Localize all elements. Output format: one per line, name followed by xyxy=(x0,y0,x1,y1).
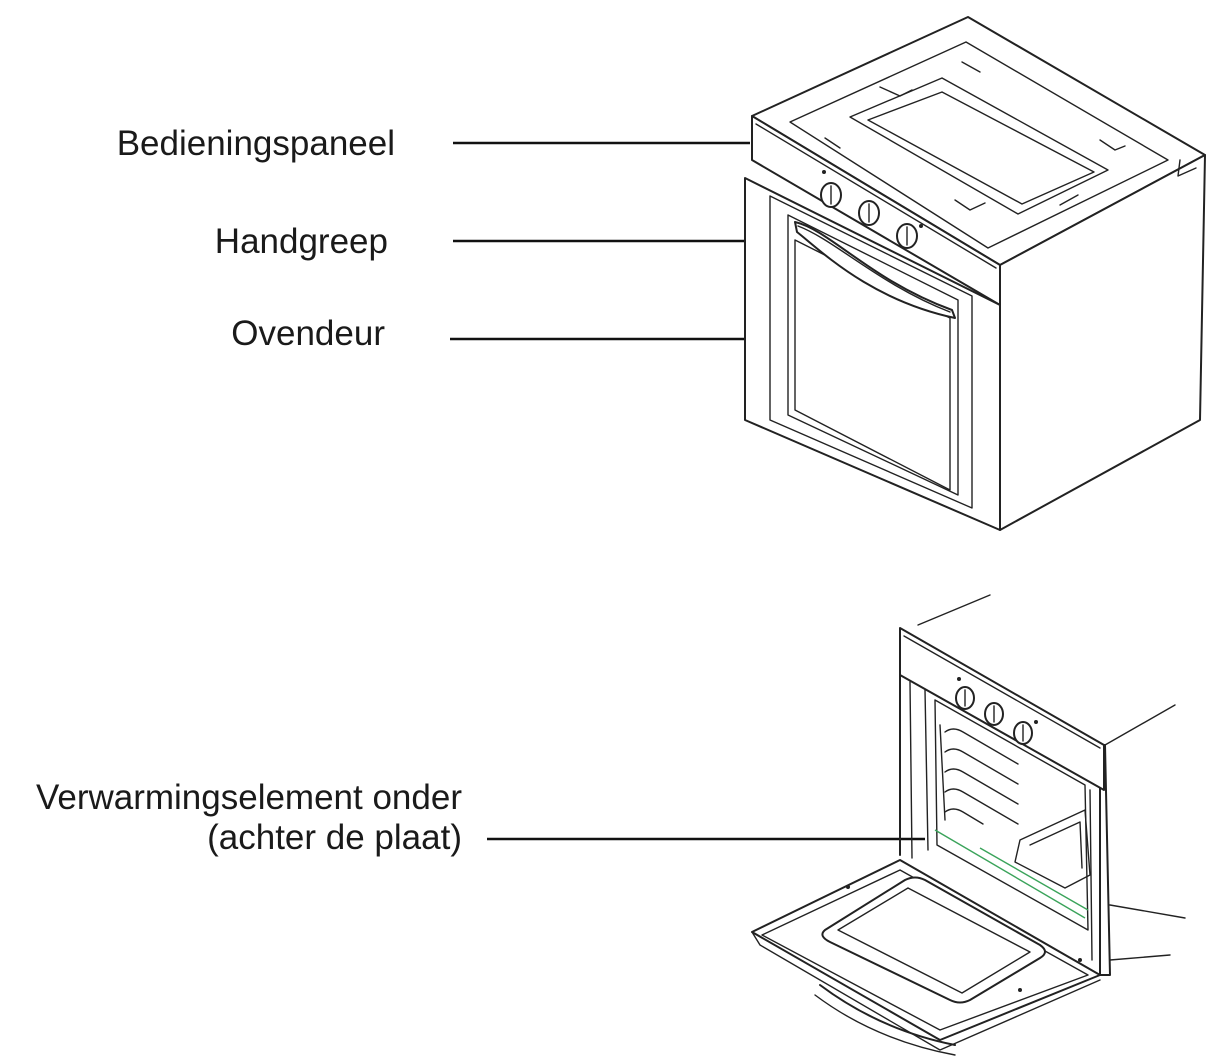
handle-line xyxy=(814,994,956,1056)
oven-closed xyxy=(744,16,1206,531)
tray-edge-green xyxy=(934,829,1086,919)
notch xyxy=(824,137,841,149)
cabinet-line xyxy=(1109,954,1171,961)
screw-dot xyxy=(1018,988,1022,992)
rail xyxy=(944,728,1019,765)
cabinet-line xyxy=(1104,704,1176,746)
panel-edge xyxy=(903,635,1101,749)
oven-side-clip xyxy=(1177,159,1197,177)
rail xyxy=(944,768,1019,805)
oven-top-frame xyxy=(789,41,1169,249)
indicator-dot xyxy=(957,677,961,681)
oven-door-open-glass xyxy=(837,887,1031,994)
oven-knobs xyxy=(820,170,923,249)
oven-door-window xyxy=(787,214,959,496)
tray-edge-green xyxy=(979,847,1089,911)
baking-tray xyxy=(934,809,1091,919)
cavity-left-edge xyxy=(924,689,929,851)
handle-line xyxy=(797,225,951,313)
oven-cavity xyxy=(934,699,1089,931)
label-heating-element-line2: (achter de plaat) xyxy=(207,818,462,857)
indicator-dot xyxy=(919,224,923,228)
label-control-panel: Bedieningspaneel xyxy=(116,124,395,163)
cabinet-line xyxy=(1109,904,1186,919)
cavity-right-edge xyxy=(1089,789,1093,961)
indicator-dot xyxy=(1034,720,1038,724)
label-heating-element: Verwarmingselement onder (achter de plaa… xyxy=(0,778,462,858)
oven-door xyxy=(744,177,1001,531)
panel-edge xyxy=(755,123,997,269)
rail-support xyxy=(939,724,946,821)
cabinet-line xyxy=(917,594,991,626)
screw-dot xyxy=(1078,958,1082,962)
screw-dot xyxy=(846,885,850,889)
rack-rails xyxy=(939,724,1019,825)
tray-inner xyxy=(1029,821,1083,869)
label-heating-element-line1: Verwarmingselement onder xyxy=(35,778,462,817)
oven-door-frame xyxy=(769,195,973,509)
indicator-dot xyxy=(822,170,826,174)
oven-top-inset-inner xyxy=(867,91,1095,205)
notch xyxy=(1059,194,1079,206)
label-oven-door: Ovendeur xyxy=(231,314,385,353)
tray-box xyxy=(1014,809,1091,889)
rail xyxy=(944,788,1019,825)
frame-left-inner xyxy=(909,681,913,859)
oven-door-open-window xyxy=(821,876,1046,1004)
oven-open xyxy=(751,594,1186,1056)
label-handle: Handgreep xyxy=(214,222,388,261)
door-bottom-edge xyxy=(751,931,1101,1051)
oven-handle-open xyxy=(819,984,956,1046)
notch xyxy=(961,61,981,73)
notch xyxy=(1099,139,1126,151)
oven-door-open-frame xyxy=(761,869,1089,1031)
rail xyxy=(944,808,984,825)
notch xyxy=(954,199,986,211)
rail xyxy=(944,748,1019,785)
notch xyxy=(879,86,913,97)
